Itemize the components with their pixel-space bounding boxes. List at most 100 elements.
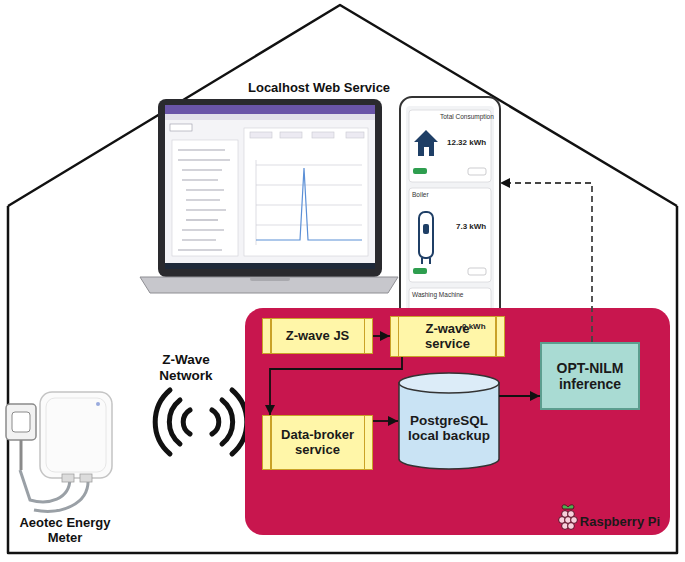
laptop-illustration <box>256 205 362 206</box>
node-label: Data-broker service <box>275 428 360 457</box>
radio-waves <box>212 410 219 434</box>
raspberry-icon <box>568 523 575 530</box>
laptop-illustration <box>172 140 238 256</box>
screen-text: 0 kWh <box>462 322 486 331</box>
phone-illustration <box>468 268 486 275</box>
database-cylinder: PostgreSQL local backup <box>398 372 500 470</box>
laptop-illustration <box>256 225 362 226</box>
raspberry-icon <box>562 523 569 530</box>
laptop-illustration <box>186 199 220 200</box>
laptop-illustration <box>178 149 225 150</box>
energy-meter-illustration <box>40 392 112 478</box>
service-box: Data-broker service <box>262 415 373 470</box>
energy-meter-illustration <box>6 392 112 511</box>
phone-illustration <box>409 188 491 282</box>
energy-meter-illustration <box>12 412 30 432</box>
radio-waves <box>155 390 247 454</box>
flow-arrow <box>373 335 390 337</box>
laptop-illustration <box>312 132 334 138</box>
raspberry-icon <box>571 517 578 524</box>
laptop-illustration <box>280 132 302 138</box>
laptop-illustration <box>158 99 382 277</box>
raspberry-icon <box>559 505 578 530</box>
node-label: Z-wave JS <box>286 329 350 343</box>
screen-text: Boiler <box>412 191 429 198</box>
flow-arrow <box>373 420 398 422</box>
radio-waves <box>155 390 170 454</box>
laptop-illustration <box>140 277 398 293</box>
laptop-illustration <box>256 165 362 166</box>
laptop-illustration <box>182 229 224 230</box>
device-panel: Raspberry Pi Z-wave JS Z-wave serviceData-… <box>245 308 670 535</box>
laptop-illustration <box>140 99 398 293</box>
raspberry-icon <box>559 517 566 524</box>
laptop-illustration <box>178 150 230 250</box>
laptop-illustration <box>182 239 216 240</box>
radio-waves <box>183 410 190 434</box>
process-box: OPT-NILM inference <box>540 342 640 410</box>
dashed-arrow <box>500 183 592 342</box>
phone-illustration <box>419 212 433 258</box>
laptop-illustration <box>165 263 375 269</box>
raspberry-icon <box>562 505 574 509</box>
laptop-illustration <box>256 185 362 186</box>
energy-meter-illustration <box>46 398 106 472</box>
laptop-illustration <box>165 105 375 114</box>
device-group: Aeotec Energy Meter <box>10 382 120 548</box>
laptop-illustration <box>165 105 375 269</box>
phone-illustration <box>468 168 486 175</box>
laptop-illustration <box>250 277 290 281</box>
screen-text: Washing Machine <box>412 291 463 298</box>
phone-illustration <box>409 110 491 182</box>
radio-waves <box>222 400 233 444</box>
group-heading: Aeotec Energy Meter <box>10 516 120 546</box>
screen-text: Total Consumption <box>440 113 494 120</box>
laptop-illustration <box>186 209 226 210</box>
phone-illustration <box>414 130 438 156</box>
laptop-illustration <box>256 160 257 245</box>
energy-meter-illustration <box>62 474 74 482</box>
phone-illustration <box>413 268 427 274</box>
node-label: OPT-NILM inference <box>546 360 634 392</box>
service-box: Z-wave JS <box>262 318 373 354</box>
laptop-illustration <box>178 249 222 250</box>
energy-meter-illustration <box>20 440 23 470</box>
laptop-illustration <box>165 114 375 120</box>
energy-meter-illustration <box>96 402 100 406</box>
screen-text: 12.32 kWh <box>447 138 486 147</box>
service-box: Z-wave service <box>390 316 505 357</box>
house-outline <box>8 5 677 553</box>
phone-illustration <box>424 147 429 156</box>
laptop-illustration <box>250 132 364 245</box>
flow-arrow <box>499 395 540 397</box>
cylinder-body <box>399 382 499 469</box>
laptop-illustration <box>170 124 192 131</box>
laptop-illustration <box>178 159 230 160</box>
node-label: PostgreSQL local backup <box>402 414 496 444</box>
laptop-illustration <box>346 132 364 138</box>
flow-arrow <box>270 357 402 415</box>
laptop-illustration <box>186 189 224 190</box>
network-label: Z-Wave Network <box>150 352 222 383</box>
radio-waves <box>169 400 180 444</box>
screen-text: 7.3 kWh <box>456 222 486 231</box>
raspberry-icon <box>565 517 572 524</box>
group-heading: Raspberry Pi <box>580 514 660 529</box>
energy-meter-illustration <box>6 404 36 440</box>
energy-meter-illustration <box>34 478 88 511</box>
phone-illustration <box>423 224 429 234</box>
phone-illustration <box>429 258 431 264</box>
laptop-illustration <box>250 132 272 138</box>
laptop-illustration <box>244 128 368 256</box>
energy-meter-illustration <box>80 474 92 482</box>
raspberry-icon <box>568 511 575 518</box>
group-heading: Localhost Web Service <box>248 80 390 95</box>
laptop-illustration <box>186 219 218 220</box>
raspberry-icon <box>562 511 569 518</box>
cylinder-top <box>399 373 499 393</box>
laptop-illustration <box>182 169 222 170</box>
phone-illustration <box>421 258 423 264</box>
laptop-illustration <box>256 168 362 240</box>
laptop-illustration <box>182 179 218 180</box>
phone-illustration <box>413 168 427 174</box>
